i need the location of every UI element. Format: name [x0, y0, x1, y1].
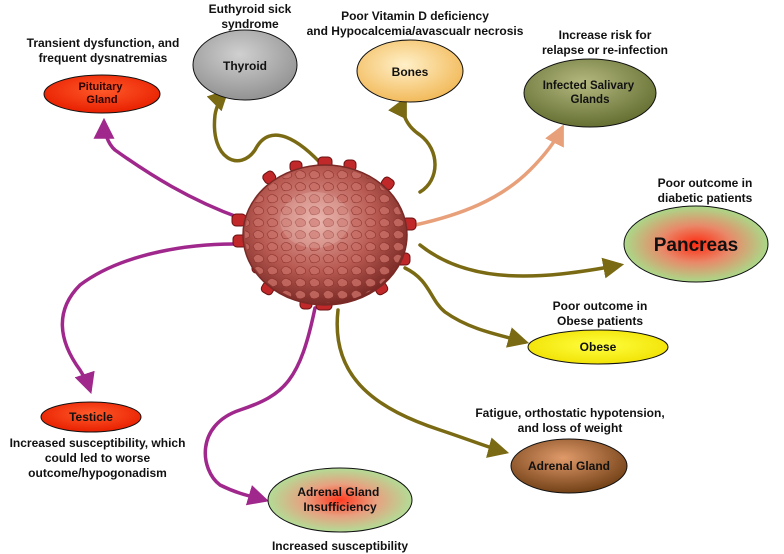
caption-line: and loss of weight	[517, 421, 623, 435]
node-adrenal: Adrenal Gland	[510, 438, 628, 494]
caption-line: frequent dysnatremias	[38, 51, 168, 65]
node-label-line: Adrenal Gland	[528, 459, 610, 473]
node-obese: Obese	[527, 329, 669, 365]
caption-line: and Hypocalcemia/avascualr necrosis	[306, 24, 524, 38]
node-label-line: Gland	[86, 94, 117, 106]
arrow-to-bones	[388, 96, 437, 194]
node-insufficiency: Adrenal Gland Insufficiency	[267, 467, 413, 533]
node-label-line: Adrenal Gland	[297, 485, 379, 499]
node-testicle: Testicle	[40, 401, 142, 433]
caption-insufficiency: Increased susceptibility	[260, 539, 420, 554]
caption-thyroid: Euthyroid sick syndrome	[195, 2, 305, 32]
node-label-line: Pituitary	[78, 81, 123, 93]
svg-text:Bones: Bones	[392, 65, 429, 79]
caption-pituitary: Transient dysfunction, and frequent dysn…	[18, 36, 188, 66]
virus-icon	[231, 156, 417, 311]
node-pituitary: Pituitary Gland	[43, 74, 161, 114]
caption-salivary: Increase risk for relapse or re-infectio…	[520, 28, 690, 58]
svg-text:Testicle: Testicle	[69, 410, 113, 424]
svg-text:Adrenal Gland Insufficie: Adrenal Gland Insufficiency	[297, 485, 382, 514]
caption-line: Fatigue, orthostatic hypotension,	[475, 406, 665, 420]
node-label-line: Pancreas	[654, 235, 739, 256]
node-label-line: Glands	[571, 94, 610, 106]
caption-line: Transient dysfunction, and	[26, 36, 180, 50]
caption-testicle: Increased susceptibility, which could le…	[0, 436, 195, 481]
caption-line: Euthyroid sick	[208, 2, 292, 16]
caption-line: Poor Vitamin D deficiency	[341, 9, 489, 23]
caption-line: Poor outcome in	[657, 176, 753, 190]
node-label-line: Thyroid	[223, 59, 267, 73]
caption-line: Increase risk for	[558, 28, 652, 42]
arrow-to-insufficiency	[203, 306, 317, 506]
caption-pancreas: Poor outcome in diabetic patients	[645, 176, 765, 206]
arrow-to-salivary	[413, 124, 564, 227]
node-label-line: Insufficiency	[303, 500, 377, 514]
svg-text:Thyroid: Thyroid	[223, 59, 267, 73]
node-label-line: Testicle	[69, 410, 113, 424]
arrow-to-testicle	[60, 242, 264, 394]
arrow-to-obese	[403, 266, 530, 348]
caption-line: Obese patients	[556, 314, 644, 328]
caption-obese: Poor outcome in Obese patients	[540, 299, 660, 329]
node-label-line: Infected Salivary	[543, 80, 635, 92]
node-thyroid: Thyroid	[192, 29, 298, 101]
caption-line: outcome/hypogonadism	[28, 466, 167, 480]
svg-text:Pancreas: Pancreas	[654, 235, 739, 256]
svg-text:Pituitary Gland: Pituitary Gland	[78, 81, 125, 106]
caption-line: syndrome	[221, 17, 279, 31]
caption-line: Poor outcome in	[552, 299, 648, 313]
arrow-to-pancreas	[418, 243, 625, 279]
arrow-to-pituitary	[93, 117, 242, 220]
caption-line: Increased susceptibility	[271, 539, 409, 553]
arrow-to-adrenal	[335, 308, 510, 458]
caption-line: Increased susceptibility, which	[9, 436, 186, 450]
caption-adrenal: Fatigue, orthostatic hypotension, and lo…	[460, 406, 680, 436]
arrows	[60, 89, 625, 506]
svg-text:Infected Salivary Glands: Infected Salivary Glands	[543, 80, 638, 106]
node-label-line: Obese	[580, 340, 617, 354]
node-pancreas: Pancreas	[623, 205, 769, 283]
node-bones: Bones	[356, 39, 464, 103]
node-salivary: Infected Salivary Glands	[523, 58, 657, 128]
svg-text:Adrenal Gland: Adrenal Gland	[528, 459, 610, 473]
svg-text:Obese: Obese	[580, 340, 617, 354]
caption-line: relapse or re-infection	[541, 43, 669, 57]
node-label-line: Bones	[392, 65, 429, 79]
caption-line: could led to worse	[44, 451, 151, 465]
caption-line: diabetic patients	[657, 191, 753, 205]
arrow-to-thyroid	[206, 89, 327, 170]
caption-bones: Poor Vitamin D deficiency and Hypocalcem…	[300, 9, 530, 39]
